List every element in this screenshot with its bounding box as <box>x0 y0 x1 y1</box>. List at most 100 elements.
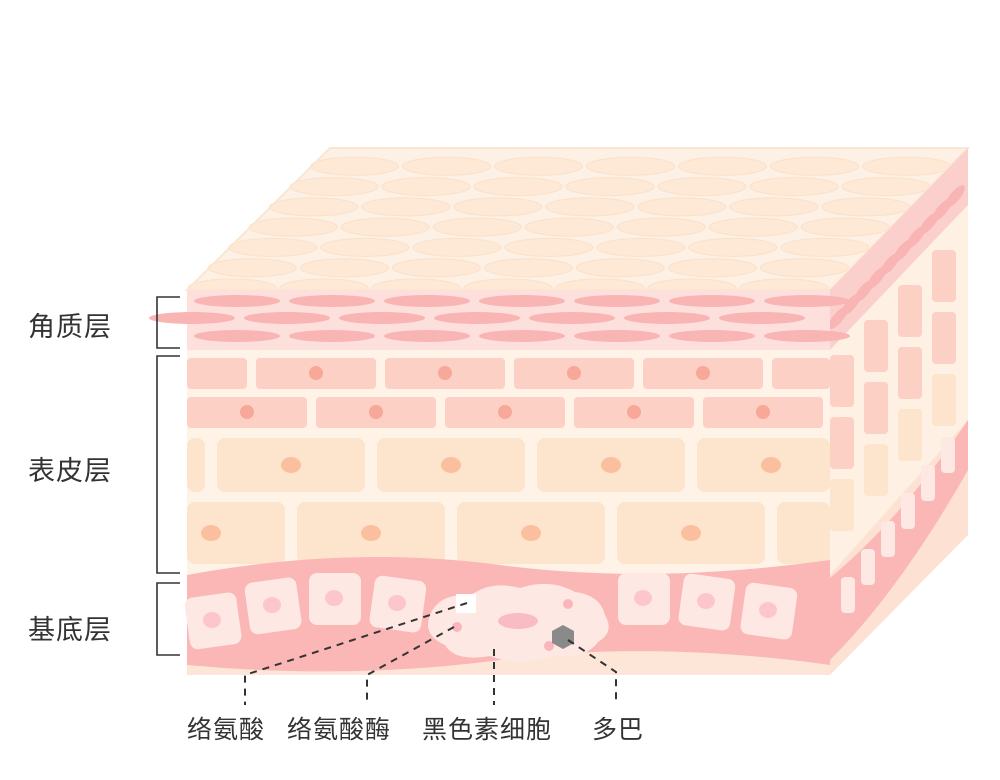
surface-cell <box>391 258 481 278</box>
corneum-cell <box>529 312 615 324</box>
melanin-granule <box>452 622 462 632</box>
corneum-cell <box>244 312 330 324</box>
corneum-cell <box>624 312 710 324</box>
cell-nucleus <box>761 457 781 473</box>
corneum-cell <box>574 295 660 307</box>
side-basal-cell <box>881 521 895 557</box>
surface-cell <box>565 177 655 197</box>
spinous-cell <box>772 358 830 389</box>
leader-dopa <box>567 639 617 700</box>
side-basal-cell <box>861 549 875 585</box>
surface-cell <box>504 237 594 257</box>
surface-cell <box>678 156 768 176</box>
granular-cell <box>777 502 830 564</box>
surface-cell <box>473 177 563 197</box>
layer-label-epidermis: 表皮层 <box>28 456 112 487</box>
cell-nucleus <box>201 525 221 541</box>
surface-cell <box>494 156 584 176</box>
surface-cell <box>299 258 389 278</box>
surface-cell <box>248 217 338 237</box>
surface-cell <box>402 156 492 176</box>
side-basal-cell <box>901 493 915 529</box>
granular-cell <box>187 438 205 492</box>
skin-front-face <box>149 290 850 675</box>
surface-cell <box>361 197 451 217</box>
side-corneum-cell <box>945 185 965 208</box>
corneum-cell <box>764 295 850 307</box>
corneum-cell <box>289 295 375 307</box>
side-cell <box>830 417 854 469</box>
surface-cell <box>545 197 635 217</box>
surface-cell <box>269 197 359 217</box>
callout-tyrosine: 络氨酸 <box>187 715 266 744</box>
surface-cell <box>616 217 706 237</box>
granular-cell <box>187 502 285 564</box>
cell-nucleus <box>388 595 406 611</box>
cell-nucleus <box>240 405 254 419</box>
side-basal-cell <box>841 577 855 613</box>
surface-cell <box>759 258 849 278</box>
corneum-cell <box>574 330 660 342</box>
corneum-cell <box>669 295 755 307</box>
bracket-basal <box>156 582 180 656</box>
surface-cell <box>729 197 819 217</box>
dopa-hexagon <box>552 625 574 649</box>
layer-label-corneum: 角质层 <box>28 312 112 343</box>
side-cell <box>864 444 888 496</box>
surface-cell <box>310 156 400 176</box>
corneum-cell <box>384 295 470 307</box>
surface-cell <box>207 258 297 278</box>
surface-cell <box>841 177 931 197</box>
leader-tyrosine <box>244 602 468 705</box>
layer-brackets <box>156 296 180 656</box>
side-cell <box>932 374 956 426</box>
corneum-cell <box>194 330 280 342</box>
callout-dopa: 多巴 <box>592 715 645 744</box>
corneum-cell <box>289 330 375 342</box>
melanocyte-nucleus <box>498 613 538 629</box>
side-basal-cell <box>941 437 955 473</box>
surface-cell <box>289 177 379 197</box>
spinous-cell <box>187 358 247 389</box>
cell-nucleus <box>521 525 541 541</box>
surface-cell <box>770 156 860 176</box>
corneum-cell <box>479 295 565 307</box>
cell-nucleus <box>681 525 701 541</box>
corneum-cell <box>479 330 565 342</box>
surface-cell <box>483 258 573 278</box>
surface-cell <box>657 177 747 197</box>
corneum-cell <box>384 330 470 342</box>
skin-top-surface <box>184 147 971 298</box>
cell-nucleus <box>441 457 461 473</box>
surface-cell <box>667 258 757 278</box>
cell-nucleus <box>438 366 452 380</box>
surface-cell <box>862 156 952 176</box>
melanin-granule <box>544 641 554 651</box>
bracket-epidermis <box>156 355 180 574</box>
side-basal-cell <box>921 465 935 501</box>
side-cell <box>932 250 956 302</box>
surface-cell <box>381 177 471 197</box>
corneum-cell <box>434 312 520 324</box>
corneum-cell <box>149 312 235 324</box>
surface-cell <box>340 217 430 237</box>
cell-nucleus <box>696 366 710 380</box>
callout-tyrosinase: 络氨酸酶 <box>287 715 392 744</box>
surface-cell <box>749 177 839 197</box>
corneum-cell <box>669 330 755 342</box>
corneum-cell <box>339 312 425 324</box>
surface-cell <box>637 197 727 217</box>
layer-label-basal: 基底层 <box>28 615 112 646</box>
side-cell <box>864 382 888 434</box>
surface-cell <box>228 237 318 257</box>
surface-cell <box>432 217 522 237</box>
cell-nucleus <box>281 457 301 473</box>
surface-cell <box>688 237 778 257</box>
side-cell <box>830 479 854 531</box>
surface-cell <box>320 237 410 257</box>
callout-leader-lines <box>244 602 617 705</box>
cell-nucleus <box>697 593 715 609</box>
cell-nucleus <box>325 590 343 606</box>
cell-nucleus <box>759 602 777 618</box>
